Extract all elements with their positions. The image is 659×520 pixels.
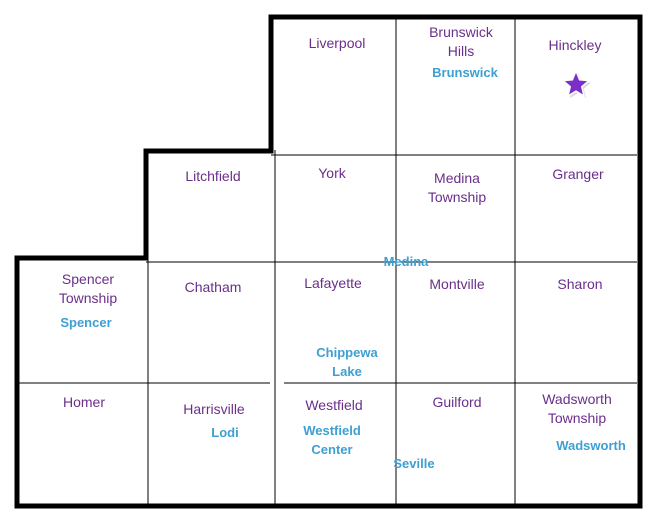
township-label-homer: Homer [62,394,105,410]
city-label-brunswick: Brunswick [432,65,498,80]
township-label-spencer-township: Spencer Township [58,271,118,306]
township-label-sharon: Sharon [557,276,603,292]
township-label-brunswick-hills: Brunswick Hills [429,24,493,59]
township-label-westfield: Westfield [305,397,363,413]
township-label-chatham: Chatham [184,279,242,295]
township-label-montville: Montville [429,276,485,292]
township-label-granger: Granger [552,166,604,182]
city-label-spencer: Spencer [60,315,112,330]
township-label-lafayette: Lafayette [304,275,362,291]
city-label-medina: Medina [383,254,429,269]
township-label-harrisville: Harrisville [183,401,245,417]
township-label-medina-township: Medina Township [427,170,487,205]
township-label-guilford: Guilford [432,394,482,410]
township-grid-lines [18,17,637,504]
township-label-york: York [318,165,346,181]
township-label-liverpool: Liverpool [308,35,366,51]
township-label-hinckley: Hinckley [548,37,602,53]
city-label-seville: Seville [393,456,435,471]
city-label-lodi: Lodi [211,425,239,440]
city-label-chippewa-lake: Chippewa Lake [316,345,378,379]
city-label-westfield-center: Westfield Center [303,423,361,457]
star-icon [561,69,591,98]
township-label-litchfield: Litchfield [185,168,241,184]
county-border [14,14,643,509]
city-label-wadsworth: Wadsworth [556,438,626,453]
township-label-wadsworth-township: Wadsworth Township [542,391,612,426]
